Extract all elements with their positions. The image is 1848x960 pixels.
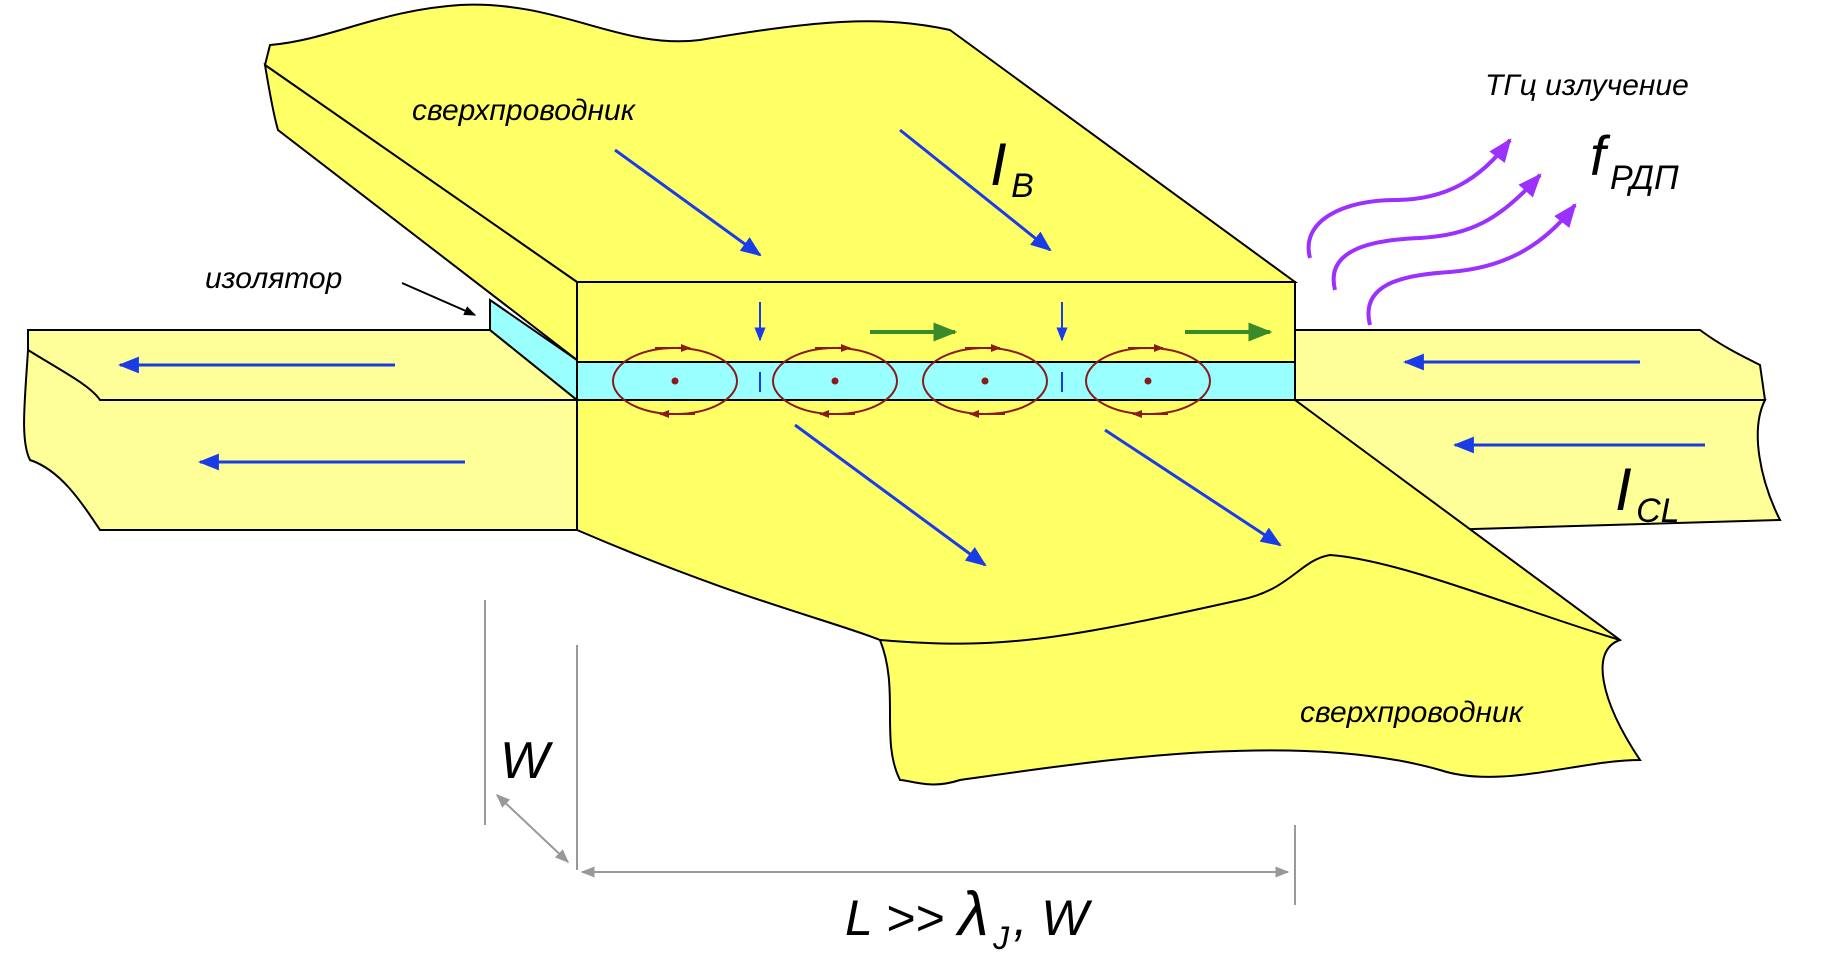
length-l-part: L >> bbox=[845, 890, 958, 946]
current-cl-symbol: I bbox=[1615, 456, 1632, 523]
left-strip-front-face bbox=[23, 348, 578, 531]
emission-arrows bbox=[1306, 138, 1577, 326]
current-cl-label: I CL bbox=[1615, 456, 1680, 530]
current-b-subscript: B bbox=[1011, 167, 1034, 205]
superconductor-bottom-label: сверхпроводник bbox=[1300, 696, 1525, 729]
width-label: W bbox=[500, 732, 554, 790]
frequency-label: f РДП bbox=[1590, 124, 1679, 197]
vortex-icon bbox=[612, 344, 738, 418]
current-b-label: I B bbox=[990, 131, 1034, 205]
frequency-subscript: РДП bbox=[1610, 159, 1679, 197]
dim-w-arrow bbox=[495, 794, 570, 863]
superconductor-top-label: сверхпроводник bbox=[412, 94, 637, 127]
vortex-icon bbox=[1085, 344, 1211, 418]
current-arrow-top-1 bbox=[614, 148, 762, 257]
current-b-symbol: I bbox=[990, 131, 1007, 198]
frequency-symbol: f bbox=[1590, 124, 1611, 187]
current-arrow-top-2 bbox=[899, 128, 1052, 252]
length-label: L >> λ J , W bbox=[845, 880, 1093, 956]
current-cl-subscript: CL bbox=[1636, 492, 1679, 530]
insulator-pointer-arrow bbox=[401, 282, 477, 316]
current-arrows bbox=[117, 128, 1705, 567]
wavy-arrow-icon bbox=[1366, 203, 1577, 326]
length-rest: , W bbox=[1014, 890, 1094, 946]
vortex-icon bbox=[922, 344, 1048, 418]
insulator-label: изолятор bbox=[205, 262, 342, 295]
wavy-arrow-icon bbox=[1331, 173, 1542, 291]
top-superconductor-top-face bbox=[263, 3, 1299, 283]
dimension-lines bbox=[484, 600, 1296, 905]
bottom-superconductor-wavy-front bbox=[879, 553, 1621, 645]
wavy-arrow-icon bbox=[1306, 138, 1512, 259]
top-superconductor-left-face bbox=[263, 62, 578, 363]
length-lambda: λ bbox=[955, 880, 989, 949]
left-strip bbox=[23, 329, 580, 531]
junction-insulator-front-face bbox=[576, 361, 1296, 401]
emission-title: ТГц излучение bbox=[1485, 69, 1689, 102]
vortices bbox=[612, 344, 1211, 418]
current-arrow-bottom-2 bbox=[1104, 428, 1282, 547]
vortex-icon bbox=[772, 344, 898, 418]
current-arrow-bottom-1 bbox=[794, 423, 987, 567]
bottom-superconductor bbox=[576, 399, 1642, 786]
junction-top-front-face bbox=[576, 281, 1296, 363]
right-strip-top-face bbox=[1294, 329, 1767, 401]
length-lambda-subscript: J bbox=[992, 920, 1010, 956]
